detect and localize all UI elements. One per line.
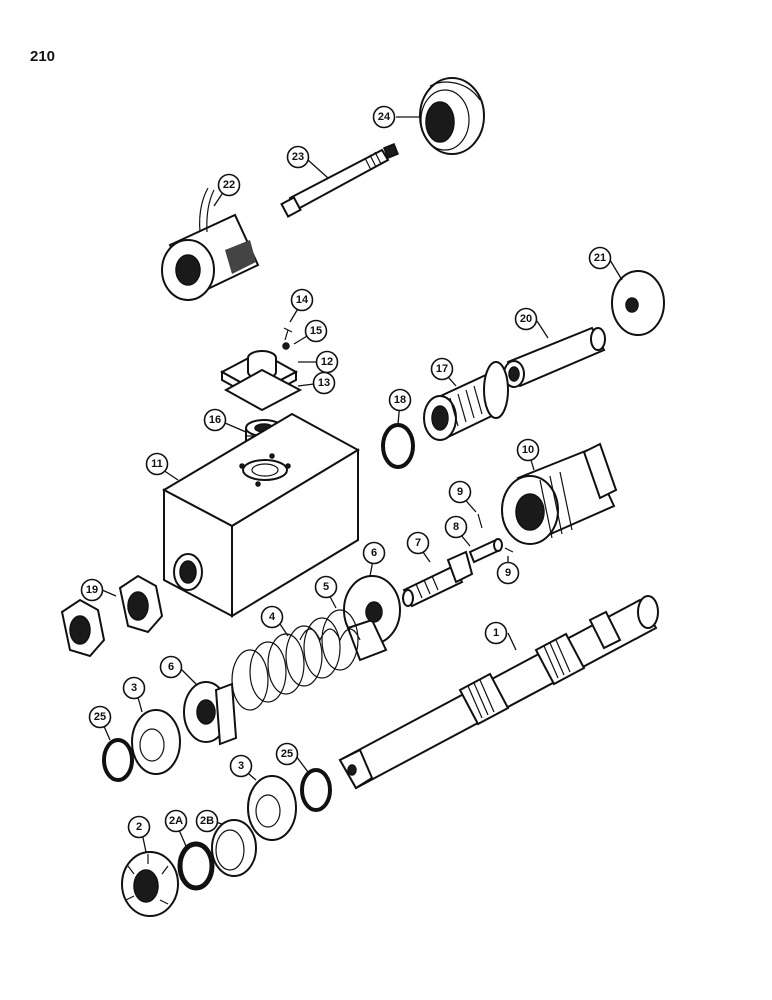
callout-4: 4 bbox=[260, 605, 284, 629]
callout-14: 14 bbox=[290, 288, 314, 312]
callout-2: 2 bbox=[127, 815, 151, 839]
callout-9-upper: 9 bbox=[448, 480, 472, 504]
callout-13: 13 bbox=[312, 371, 336, 395]
svg-text:10: 10 bbox=[522, 444, 534, 456]
callout-18: 18 bbox=[388, 388, 412, 412]
part-25-o-ring-left bbox=[102, 738, 134, 782]
part-4-spring bbox=[231, 609, 359, 711]
callout-3-lower: 3 bbox=[229, 754, 253, 778]
part-3-washer-left bbox=[131, 709, 181, 775]
callout-22: 22 bbox=[217, 173, 241, 197]
callout-20: 20 bbox=[514, 307, 538, 331]
svg-text:18: 18 bbox=[394, 394, 406, 406]
svg-text:9: 9 bbox=[457, 486, 463, 498]
part-25-o-ring-right bbox=[300, 768, 332, 812]
svg-text:3: 3 bbox=[131, 682, 137, 694]
callout-5: 5 bbox=[314, 575, 338, 599]
callout-11: 11 bbox=[145, 452, 169, 476]
part-20-tube bbox=[503, 326, 606, 388]
svg-text:5: 5 bbox=[323, 581, 329, 593]
part-12-13-cover-assembly bbox=[219, 327, 303, 412]
callout-25-right: 25 bbox=[275, 742, 299, 766]
callout-17: 17 bbox=[430, 357, 454, 381]
svg-text:25: 25 bbox=[281, 748, 293, 760]
callout-3-upper: 3 bbox=[122, 676, 146, 700]
svg-text:23: 23 bbox=[292, 151, 304, 163]
part-9-pin bbox=[477, 513, 514, 553]
part-18-o-ring bbox=[381, 423, 415, 469]
page-number: 210 bbox=[30, 48, 56, 65]
svg-text:6: 6 bbox=[371, 547, 377, 559]
callout-19: 19 bbox=[80, 578, 104, 602]
part-7-bolt bbox=[402, 550, 474, 608]
part-19-nuts bbox=[60, 574, 164, 658]
svg-text:1: 1 bbox=[493, 627, 499, 639]
svg-text:16: 16 bbox=[209, 414, 221, 426]
callout-21: 21 bbox=[588, 246, 612, 270]
svg-text:6: 6 bbox=[168, 661, 174, 673]
callout-10: 10 bbox=[516, 438, 540, 462]
svg-text:3: 3 bbox=[238, 760, 244, 772]
part-6-spring-seat-lower bbox=[183, 681, 238, 746]
part-17-fitting bbox=[423, 361, 509, 441]
part-2-castle-nut bbox=[121, 851, 179, 917]
svg-text:2A: 2A bbox=[169, 815, 183, 827]
svg-text:25: 25 bbox=[94, 711, 106, 723]
callout-15: 15 bbox=[304, 319, 328, 343]
svg-text:8: 8 bbox=[453, 521, 459, 533]
part-24-seal bbox=[419, 77, 485, 155]
part-2a-ring bbox=[177, 841, 215, 891]
svg-text:19: 19 bbox=[86, 584, 98, 596]
part-8-pin bbox=[468, 538, 503, 564]
svg-text:2B: 2B bbox=[200, 815, 214, 827]
callout-12: 12 bbox=[315, 350, 339, 374]
part-10-sleeve bbox=[501, 442, 618, 545]
svg-text:17: 17 bbox=[436, 363, 448, 375]
svg-text:11: 11 bbox=[151, 458, 163, 470]
svg-text:7: 7 bbox=[415, 537, 421, 549]
svg-text:20: 20 bbox=[520, 313, 532, 325]
part-21-washer bbox=[611, 270, 665, 336]
callout-6-lower: 6 bbox=[159, 655, 183, 679]
part-22-solenoid-coil bbox=[161, 187, 260, 301]
callout-24: 24 bbox=[372, 105, 396, 129]
part-2b-ring bbox=[211, 819, 257, 877]
part-23-shaft bbox=[280, 143, 399, 218]
svg-text:24: 24 bbox=[378, 111, 391, 123]
callout-23: 23 bbox=[286, 145, 310, 169]
svg-text:12: 12 bbox=[321, 356, 333, 368]
svg-text:2: 2 bbox=[136, 821, 142, 833]
svg-text:22: 22 bbox=[223, 179, 235, 191]
part-11-valve-body bbox=[161, 412, 361, 618]
callout-25-left: 25 bbox=[88, 705, 112, 729]
svg-text:13: 13 bbox=[318, 377, 330, 389]
svg-text:4: 4 bbox=[269, 611, 276, 623]
svg-text:21: 21 bbox=[594, 252, 606, 264]
callout-2b: 2B bbox=[195, 809, 219, 833]
callout-2a: 2A bbox=[164, 809, 188, 833]
callout-9-lower: 9 bbox=[496, 561, 520, 585]
part-5-spring bbox=[299, 628, 361, 642]
svg-text:14: 14 bbox=[296, 294, 309, 306]
svg-text:15: 15 bbox=[310, 325, 322, 337]
callout-8: 8 bbox=[444, 515, 468, 539]
callout-7: 7 bbox=[406, 531, 430, 555]
part-1-spool bbox=[338, 595, 659, 790]
part-3-washer-right bbox=[247, 775, 297, 841]
callout-6-upper: 6 bbox=[362, 541, 386, 565]
callout-1: 1 bbox=[484, 621, 508, 645]
callout-16: 16 bbox=[203, 408, 227, 432]
svg-text:9: 9 bbox=[505, 567, 511, 579]
